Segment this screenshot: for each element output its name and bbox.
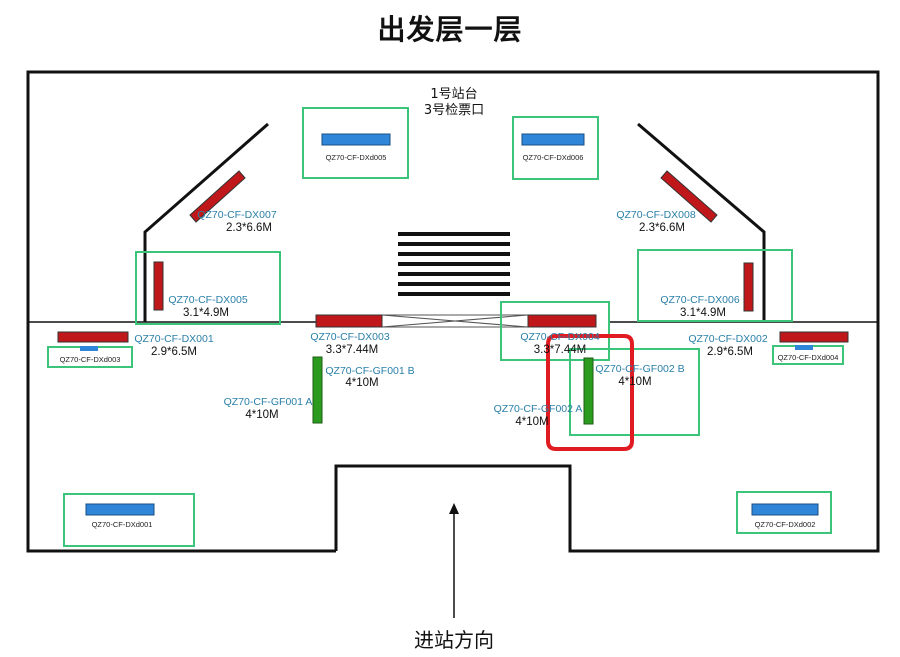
label-gf002b-code: QZ70-CF-GF002 B <box>595 363 684 375</box>
platform-label: 1号站台 <box>430 87 477 102</box>
screen-dxd005: QZ70-CF-DXd005 <box>302 107 409 179</box>
svg-text:QZ70-CF-DXd002: QZ70-CF-DXd002 <box>755 520 816 529</box>
label-dx001-code: QZ70-CF-DX001 <box>134 333 214 345</box>
outer-wall <box>26 70 880 553</box>
right-diagonal-wall <box>637 122 766 322</box>
ad-panel-dx005 <box>153 261 164 311</box>
label-dx003-size: 3.3*7.44M <box>326 344 378 356</box>
label-dx006-size: 3.1*4.9M <box>680 307 726 319</box>
staircase <box>398 232 510 296</box>
label-gf001b-size: 4*10M <box>345 377 378 389</box>
svg-text:QZ70-CF-DXd003: QZ70-CF-DXd003 <box>60 355 121 364</box>
label-dx007-code: QZ70-CF-DX007 <box>197 209 277 221</box>
left-diagonal-wall <box>143 122 269 322</box>
label-dx004-code: QZ70-CF-DX004 <box>520 331 600 343</box>
label-gf001a-code: QZ70-CF-GF001 A <box>224 396 313 408</box>
screen-dxd003: QZ70-CF-DXd003 <box>47 346 133 368</box>
ad-panel-dx004 <box>527 314 597 328</box>
arrow-up-icon <box>449 503 459 618</box>
screen-dxd002: QZ70-CF-DXd002 <box>736 491 832 534</box>
gate-label: 3号检票口 <box>424 103 484 118</box>
label-dx001-size: 2.9*6.5M <box>151 346 197 358</box>
page-title: 出发层一层 <box>377 13 523 46</box>
screen-dxd004: QZ70-CF-DXd004 <box>772 345 844 365</box>
ad-panel-gf001 <box>312 356 323 424</box>
ad-panel-dx006 <box>743 262 754 312</box>
ad-panel-dx001 <box>57 331 129 343</box>
frame-dx006 <box>637 249 793 322</box>
ad-panel-dx007 <box>189 170 246 223</box>
ad-panel-dx008 <box>660 170 718 223</box>
ad-panel-gf002 <box>583 357 594 425</box>
ad-panel-dx002 <box>779 331 849 343</box>
label-dx002-code: QZ70-CF-DX002 <box>688 333 768 345</box>
svg-text:QZ70-CF-DXd004: QZ70-CF-DXd004 <box>778 353 839 362</box>
frame-dx005 <box>135 251 281 325</box>
label-dx002-size: 2.9*6.5M <box>707 346 753 358</box>
frame-gf002b <box>569 348 700 436</box>
label-dx008-size: 2.3*6.6M <box>639 222 685 234</box>
svg-text:QZ70-CF-DXd001: QZ70-CF-DXd001 <box>92 520 153 529</box>
label-dx005-code: QZ70-CF-DX005 <box>168 294 248 306</box>
screen-dxd001: QZ70-CF-DXd001 <box>63 493 195 547</box>
label-gf002a-code: QZ70-CF-GF002 A <box>494 403 583 415</box>
label-dx003-code: QZ70-CF-DX003 <box>310 331 390 343</box>
svg-text:QZ70-CF-DXd006: QZ70-CF-DXd006 <box>523 153 584 162</box>
label-dx006-code: QZ70-CF-DX006 <box>660 294 740 306</box>
screen-dxd006: QZ70-CF-DXd006 <box>512 116 599 180</box>
label-dx007-size: 2.3*6.6M <box>226 222 272 234</box>
label-dx008-code: QZ70-CF-DX008 <box>616 209 696 221</box>
label-dx005-size: 3.1*4.9M <box>183 307 229 319</box>
label-gf002b-size: 4*10M <box>618 376 651 388</box>
label-gf001a-size: 4*10M <box>245 409 278 421</box>
ad-panel-dx003 <box>315 314 383 328</box>
svg-text:QZ70-CF-DXd005: QZ70-CF-DXd005 <box>326 153 387 162</box>
label-gf001b-code: QZ70-CF-GF001 B <box>325 365 414 377</box>
direction-label: 进站方向 <box>414 628 494 652</box>
label-gf002a-size: 4*10M <box>515 416 548 428</box>
center-bridge <box>315 314 597 328</box>
label-dx004-size: 3.3*7.44M <box>534 344 586 356</box>
highlight-box <box>546 334 634 451</box>
frame-dx004 <box>500 301 610 361</box>
